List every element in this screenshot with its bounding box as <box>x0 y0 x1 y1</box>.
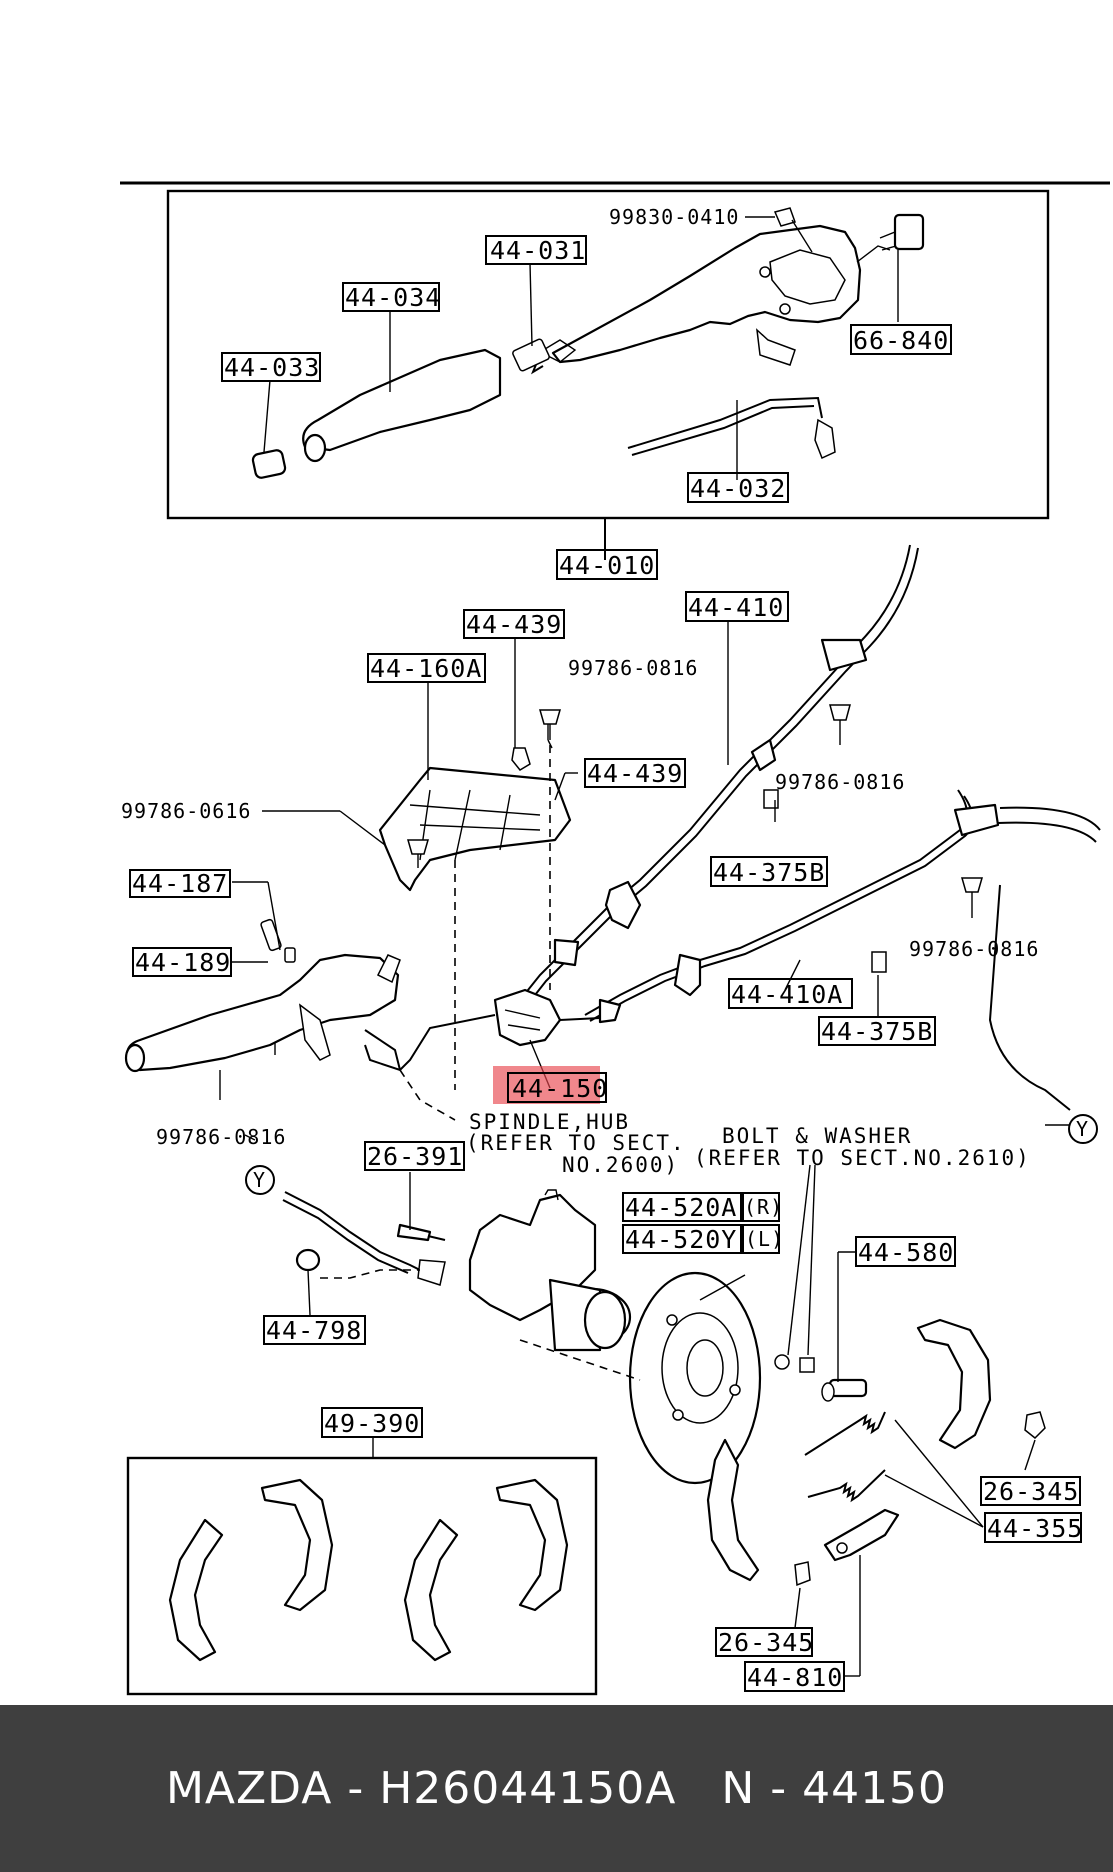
label-44-150[interactable]: 44-150 <box>512 1074 608 1103</box>
label-44-010[interactable]: 44-010 <box>559 551 655 580</box>
label-99830-0410[interactable]: 99830-0410 <box>609 205 739 229</box>
part-labels: 99830-0410 44-031 44-034 44-033 66-840 4… <box>121 205 1098 1692</box>
label-44-439-top[interactable]: 44-439 <box>466 610 562 639</box>
label-44-810[interactable]: 44-810 <box>747 1663 843 1692</box>
label-44-355[interactable]: 44-355 <box>987 1514 1083 1543</box>
lever-bolt <box>773 207 813 253</box>
label-99786-0816-c[interactable]: 99786-0816 <box>909 937 1039 961</box>
lever-body <box>538 224 862 366</box>
front-cable-loop <box>988 884 1071 1111</box>
note-spindle-line1: SPINDLE,HUB <box>469 1110 630 1134</box>
label-44-031[interactable]: 44-031 <box>490 236 586 265</box>
label-44-439-right[interactable]: 44-439 <box>587 759 683 788</box>
label-99786-0816-d[interactable]: 99786-0816 <box>156 1125 286 1149</box>
spindle-hub <box>468 1189 632 1352</box>
spring-44-031 <box>512 338 550 375</box>
rod-44-032 <box>627 396 836 460</box>
lever-assembly-frame <box>120 181 1110 520</box>
label-44-032[interactable]: 44-032 <box>690 474 786 503</box>
bolt-washer <box>774 1354 815 1373</box>
label-44-580[interactable]: 44-580 <box>858 1238 954 1267</box>
rear-cable-Y <box>282 1191 446 1286</box>
label-99786-0816-a[interactable]: 99786-0816 <box>568 656 698 680</box>
brake-shoe-kit-frame <box>126 1456 598 1696</box>
ref-marker-y-left: Y <box>253 1168 266 1192</box>
label-26-391[interactable]: 26-391 <box>367 1142 463 1171</box>
note-bolt-line2: (REFER TO SECT.NO.2610) <box>694 1146 1031 1170</box>
cap-44-033 <box>251 449 287 479</box>
label-44-410[interactable]: 44-410 <box>688 593 784 622</box>
label-99786-0616[interactable]: 99786-0616 <box>121 799 251 823</box>
lever-44-810 <box>823 1508 900 1562</box>
label-44-520Y-side: (L) <box>745 1227 784 1251</box>
cable-44-410A <box>584 789 1101 1024</box>
note-bolt-line1: BOLT & WASHER <box>722 1124 912 1148</box>
brake-shoe-right <box>706 1318 992 1582</box>
label-44-187[interactable]: 44-187 <box>132 869 228 898</box>
equalizer-44-150 <box>364 988 601 1072</box>
note-spindle-line2: (REFER TO SECT. <box>466 1131 686 1155</box>
part-number-title: MAZDA - H26044150A N - 44150 <box>165 1763 948 1814</box>
label-44-034[interactable]: 44-034 <box>345 283 441 312</box>
bolt-26-391 <box>396 1223 446 1242</box>
nut-44-798 <box>295 1248 321 1272</box>
parking-brake-parts-diagram: 99830-0410 44-031 44-034 44-033 66-840 4… <box>120 181 1110 1696</box>
label-44-160A[interactable]: 44-160A <box>370 654 482 683</box>
lever-lower-view <box>124 918 456 1121</box>
label-49-390[interactable]: 49-390 <box>324 1409 420 1438</box>
label-99786-0816-b[interactable]: 99786-0816 <box>775 770 905 794</box>
springs-44-355 <box>804 1411 886 1503</box>
label-44-520Y[interactable]: 44-520Y <box>625 1225 737 1254</box>
clip-26-345 <box>794 1411 1046 1587</box>
label-44-033[interactable]: 44-033 <box>224 353 320 382</box>
part-number-footer: MAZDA - H26044150A N - 44150 <box>0 1705 1113 1872</box>
cable-44-410 <box>519 544 919 1005</box>
label-44-410A[interactable]: 44-410A <box>731 980 843 1009</box>
leader-lines <box>219 216 1070 1677</box>
bracket-44-160A <box>378 724 572 892</box>
backing-plate-44-520 <box>519 1271 762 1485</box>
grip-44-034 <box>302 348 502 463</box>
label-66-840[interactable]: 66-840 <box>853 326 949 355</box>
switch-66-840 <box>856 213 925 263</box>
label-44-798[interactable]: 44-798 <box>266 1316 362 1345</box>
label-44-375B-b[interactable]: 44-375B <box>821 1017 933 1046</box>
label-26-345-bottom[interactable]: 26-345 <box>718 1628 814 1657</box>
ref-marker-y-right: Y <box>1076 1117 1089 1141</box>
label-44-189[interactable]: 44-189 <box>135 948 231 977</box>
label-44-520A[interactable]: 44-520A <box>625 1193 737 1222</box>
adjuster-44-580 <box>821 1378 868 1402</box>
label-44-375B-a[interactable]: 44-375B <box>713 858 825 887</box>
label-44-520A-side: (R) <box>744 1195 783 1219</box>
label-26-345-right[interactable]: 26-345 <box>983 1477 1079 1506</box>
note-spindle-line3: NO.2600) <box>562 1153 679 1177</box>
